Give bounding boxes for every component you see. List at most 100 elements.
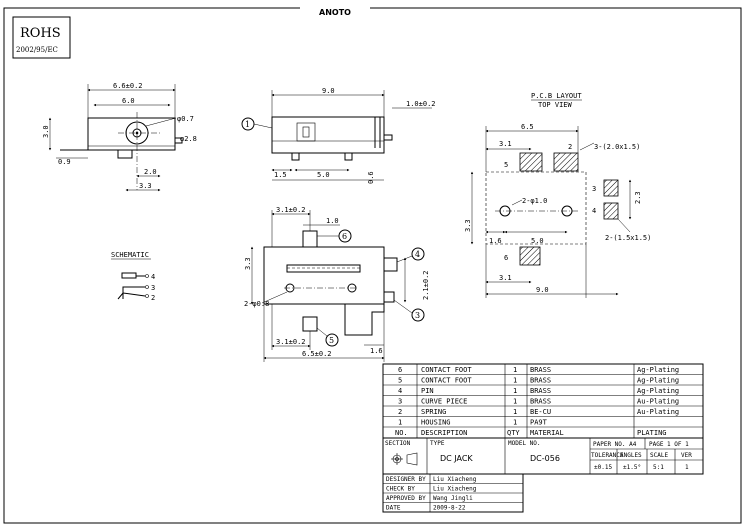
top-dim-top: 3.1±0.2 <box>276 206 306 214</box>
pcb-width: 6.5 <box>521 123 534 131</box>
pcb-hole-note: 2-φ1.0 <box>522 197 547 205</box>
bom-row-no: 5 <box>398 377 402 385</box>
signoff-name: 2009-8-22 <box>433 505 466 512</box>
bom-header-qty: QTY <box>507 429 520 437</box>
top-callout-6: 6 <box>342 232 347 241</box>
pcb-height: 3.3 <box>464 219 472 232</box>
bom-row-plating: Au-Plating <box>637 398 679 406</box>
bom-row-desc: CONTACT FOOT <box>421 377 472 385</box>
model-label: MODEL NO. <box>508 440 541 447</box>
pcb-right: 2.3 <box>634 191 642 204</box>
page-label: PAGE 1 OF 1 <box>649 441 689 448</box>
top-slot: 1.0 <box>326 217 339 225</box>
pcb-title: P.C.B LAYOUT <box>531 92 582 100</box>
top-callout-3: 3 <box>415 311 420 320</box>
bom-header-material: MATERIAL <box>530 429 564 437</box>
side-width-inner: 6.0 <box>122 97 135 105</box>
side-height: 3.0 <box>42 125 50 138</box>
type-label: TYPE <box>430 440 445 447</box>
pcb-overall: 9.0 <box>536 286 549 294</box>
rohs-box: ROHS 2002/95/EC <box>12 16 71 59</box>
bom-row-no: 3 <box>398 398 402 406</box>
bom-header-plating: PLATING <box>637 429 667 437</box>
top-height: 3.3 <box>244 257 252 270</box>
angles-label: ANGLES <box>620 452 642 459</box>
bom-row-qty: 1 <box>513 377 517 385</box>
bom-row-qty: 1 <box>513 398 517 406</box>
bom-row-desc: SPRING <box>421 408 446 416</box>
bom-row-material: BRASS <box>530 387 551 395</box>
bom-row-desc: CURVE PIECE <box>421 398 467 406</box>
bom-row-qty: 1 <box>513 419 517 427</box>
bom-row-qty: 1 <box>513 408 517 416</box>
scale-value: 5:1 <box>653 464 664 471</box>
bom-row-material: BE-CU <box>530 408 551 416</box>
front-view: 9.0 1.0±0.2 1.5 5.0 0.6 1 <box>241 87 436 184</box>
bom-row-material: BRASS <box>530 398 551 406</box>
signoff-name: Liu Xiacheng <box>433 476 477 483</box>
signoff-role: DESIGNER BY <box>386 476 426 483</box>
bom-row-material: BRASS <box>530 366 551 374</box>
schematic-pin-3: 3 <box>151 284 155 292</box>
pcb-pad-6: 6 <box>504 254 508 262</box>
front-mid: 5.0 <box>317 171 330 179</box>
front-tab: 1.0±0.2 <box>406 100 436 108</box>
top-callout-5: 5 <box>329 336 334 345</box>
angles-value: ±1.5° <box>623 464 641 471</box>
section-label: SECTION <box>385 440 411 447</box>
model-value: DC-056 <box>530 454 560 463</box>
bom-row-plating: Ag-Plating <box>637 366 679 374</box>
bom-row-plating: Ag-Plating <box>637 387 679 395</box>
projection-symbol-icon <box>391 452 418 466</box>
pcb-pad-5: 5 <box>504 161 508 169</box>
side-hole: φ0.7 <box>177 115 194 123</box>
signoff-name: Liu Xiacheng <box>433 486 477 493</box>
pcb-between: 5.0 <box>531 237 544 245</box>
bom-row-plating: Ag-Plating <box>637 377 679 385</box>
side-view: 6.6±0.2 6.0 3.0 φ0.7 φ2.8 0.9 2.0 3.3 <box>42 82 197 192</box>
rohs-title: ROHS <box>20 26 61 41</box>
bom-header-no: NO. <box>395 429 408 437</box>
signoff-role: APPROVED BY <box>386 495 426 502</box>
pcb-pad-note2: 2-(1.5x1.5) <box>605 234 651 242</box>
bom-row-plating: Au-Plating <box>637 408 679 416</box>
top-view: 3.1±0.2 1.0 3.3 2.1±0.2 2-φ0.8 3.1±0.2 6… <box>244 206 430 362</box>
bom-row-no: 2 <box>398 408 402 416</box>
top-overall: 6.5±0.2 <box>302 350 332 358</box>
pcb-pad-note: 3-(2.0x1.5) <box>594 143 640 151</box>
schematic: SCHEMATIC 4 3 2 <box>111 251 155 302</box>
header-label: ANOTO <box>319 8 351 17</box>
tolerance-label: TOLERANCE <box>591 452 624 459</box>
side-center: 3.3 <box>139 182 152 190</box>
title-block: SECTION TYPE DC JACK MODEL NO. DC-056 PA… <box>382 437 704 513</box>
side-offset: 2.0 <box>144 168 157 176</box>
top-dim-bottom: 3.1±0.2 <box>276 338 306 346</box>
scale-label: SCALE <box>650 452 668 459</box>
signoff-name: Wang Jingli <box>433 495 473 502</box>
signoff-role: DATE <box>386 505 401 512</box>
pcb-pitch: 3.1 <box>499 140 512 148</box>
pcb-pad-3: 3 <box>592 185 596 193</box>
bom-row-desc: HOUSING <box>421 419 451 427</box>
schematic-title: SCHEMATIC <box>111 251 149 259</box>
bom-header-desc: DESCRIPTION <box>421 429 467 437</box>
front-height: 0.6 <box>367 171 375 184</box>
bom-row-qty: 1 <box>513 366 517 374</box>
bom-row-qty: 1 <box>513 387 517 395</box>
pcb-bottom-pitch: 3.1 <box>499 274 512 282</box>
bom-row-no: 6 <box>398 366 402 374</box>
header-mask <box>300 1 370 15</box>
ver-label: VER <box>681 452 692 459</box>
top-foot: 1.6 <box>370 347 383 355</box>
side-pin: φ2.8 <box>180 135 197 143</box>
pcb-layout: P.C.B LAYOUT TOP VIEW 5 2 3 4 6 6.5 3.1 … <box>464 92 651 298</box>
top-callout-4: 4 <box>415 250 420 259</box>
signoff-role: CHECK BY <box>386 486 415 493</box>
bom-row-material: PA9T <box>530 419 548 427</box>
bom-row-desc: PIN <box>421 387 434 395</box>
front-callout-1: 1 <box>245 120 250 129</box>
side-foot: 0.9 <box>58 158 71 166</box>
pcb-pad-4: 4 <box>592 207 596 215</box>
